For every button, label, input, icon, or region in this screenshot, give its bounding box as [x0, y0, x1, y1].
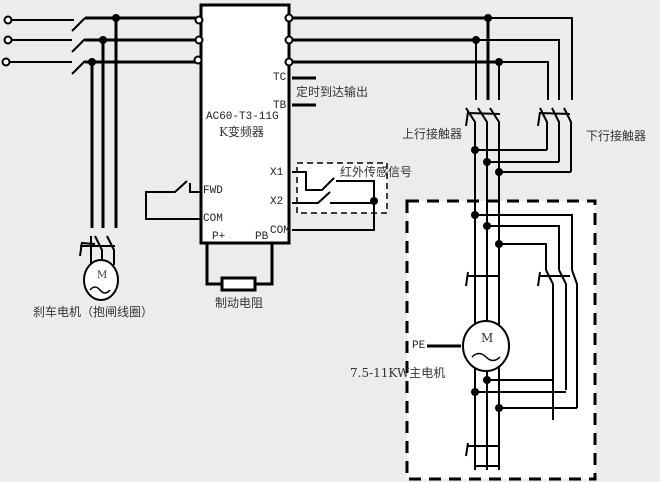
terminal-tb: TB	[273, 100, 287, 112]
terminal-pe: PE	[412, 340, 426, 352]
main-motor-m: M	[481, 331, 494, 345]
timer-output-label: 定时到达输出	[296, 85, 369, 99]
brake-motor-label: 刹车电机（抱闸线圈）	[33, 305, 154, 319]
brake-resistor-label: 制动电阻	[215, 296, 264, 310]
terminal-fwd: FWD	[203, 185, 223, 197]
main-motor-dashed-box	[405, 199, 597, 481]
infrared-dashed-box	[296, 162, 388, 214]
infrared-area	[297, 163, 387, 213]
down-contactor-label: 下行接触器	[586, 129, 647, 143]
vfd-model-line1: AC60-T3-11G	[206, 111, 279, 123]
terminal-x2: X2	[270, 196, 284, 208]
vfd-box	[199, 3, 291, 245]
terminal-p-plus: P+	[212, 231, 226, 243]
vfd-model-line2: K变频器	[219, 125, 264, 139]
terminal-com-left: COM	[203, 213, 223, 225]
terminal-com-right: COM	[270, 225, 290, 237]
up-contactor-label: 上行接触器	[402, 127, 463, 141]
terminal-tc: TC	[273, 72, 287, 84]
brake-motor-m: M	[97, 270, 108, 281]
infrared-signal-label: 红外传感信号	[340, 165, 413, 179]
main-motor-label: 7.5-11KW主电机	[350, 366, 446, 380]
terminal-pb: PB	[255, 231, 269, 243]
terminal-x1: X1	[270, 167, 284, 179]
main-motor-symbol	[462, 320, 510, 372]
